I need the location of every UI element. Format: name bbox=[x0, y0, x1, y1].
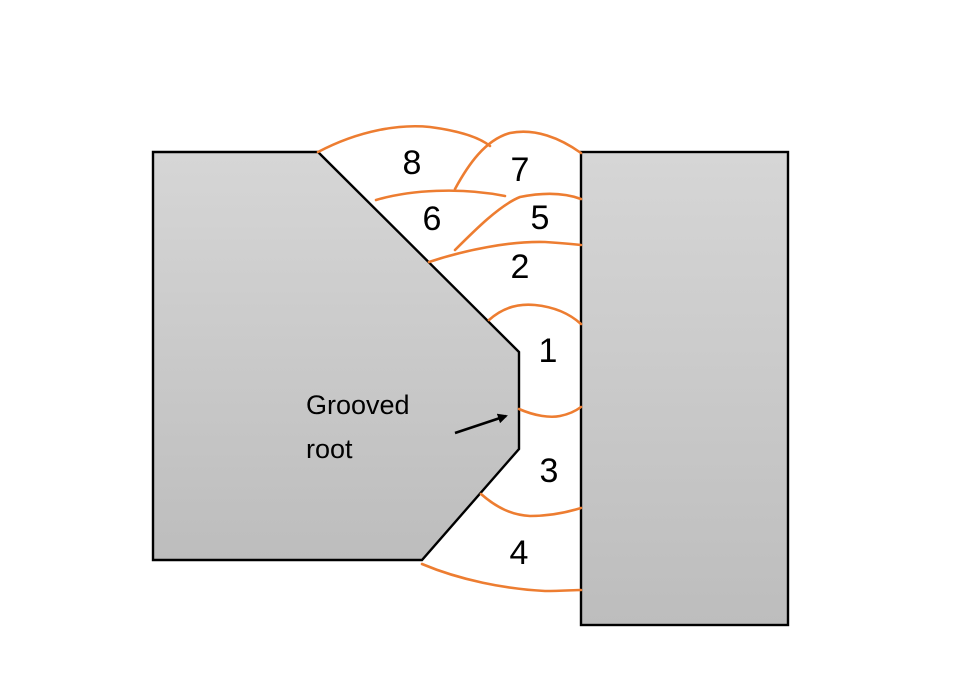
bead-4-cap-line bbox=[420, 562, 583, 593]
annotation-line-1: Grooved bbox=[306, 390, 410, 420]
bead-2-5-boundary-line bbox=[427, 240, 583, 264]
bead-1-3-boundary-line bbox=[517, 405, 583, 419]
grooved-root-annotation: Grooved root bbox=[306, 390, 508, 464]
bead-8-cap-line bbox=[316, 124, 492, 154]
pass-labels: 8 7 6 5 2 1 3 4 bbox=[403, 144, 559, 572]
pass-label-4: 4 bbox=[510, 534, 529, 572]
pass-label-6: 6 bbox=[423, 200, 442, 238]
bead-7-cap-line bbox=[453, 130, 583, 191]
pass-label-5: 5 bbox=[531, 199, 550, 237]
bead-5-7-boundary-line bbox=[453, 192, 583, 252]
pass-label-3: 3 bbox=[540, 452, 559, 490]
annotation-arrow bbox=[454, 413, 508, 435]
pass-label-2: 2 bbox=[511, 248, 530, 286]
pass-label-7: 7 bbox=[511, 151, 530, 189]
weld-bead-lines bbox=[316, 124, 583, 593]
bead-3-4-boundary-line bbox=[479, 492, 583, 518]
right-plate bbox=[579, 150, 790, 627]
bead-6-8-boundary-line bbox=[374, 189, 507, 202]
left-plate bbox=[151, 150, 521, 562]
pass-label-1: 1 bbox=[539, 332, 558, 370]
pass-label-8: 8 bbox=[403, 144, 422, 182]
bead-1-2-boundary-line bbox=[487, 303, 583, 326]
annotation-line-2: root bbox=[306, 434, 353, 464]
